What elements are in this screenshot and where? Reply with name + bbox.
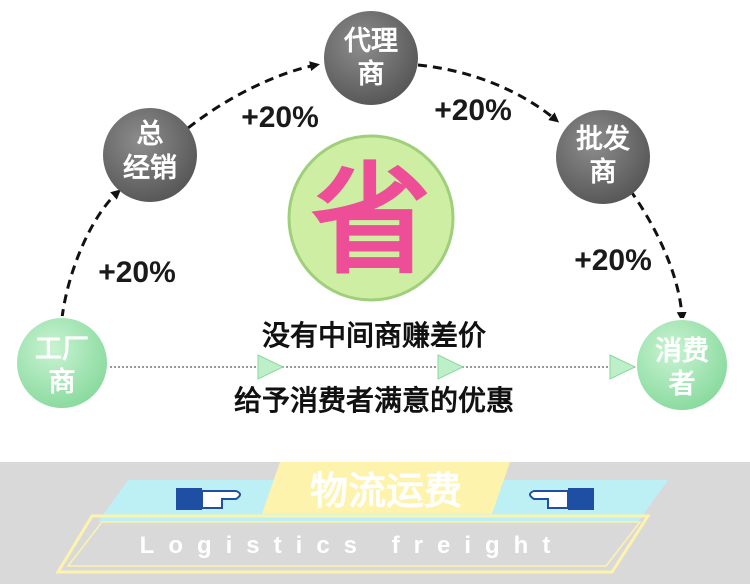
direct-arrow <box>257 354 285 380</box>
node-agent: 代理 商 <box>324 11 418 105</box>
node-general-distributor: 总 经销 <box>103 108 197 202</box>
banner-subtitle: Logistics freight <box>140 532 565 559</box>
banner-subtitle-frame <box>55 514 651 574</box>
svg-text:商: 商 <box>358 59 385 90</box>
svg-text:工厂: 工厂 <box>35 334 89 365</box>
node-factory: 工厂 商 <box>15 316 109 410</box>
arrow-factory-to-general <box>60 189 121 319</box>
center-char: 省 <box>311 150 431 291</box>
shipping-banner: 物流运费 Logistics freight <box>0 462 750 584</box>
svg-text:商: 商 <box>590 157 617 188</box>
arrow-general-to-agent <box>187 61 320 130</box>
svg-text:者: 者 <box>669 369 696 400</box>
direct-arrow <box>437 354 465 380</box>
banner-title: 物流运费 <box>310 469 462 513</box>
center-circle <box>287 134 455 302</box>
markup-label: +20% <box>241 101 319 134</box>
svg-text:消费: 消费 <box>655 336 709 367</box>
node-consumer: 消费 者 <box>635 318 729 412</box>
pointing-hand-right-icon <box>176 488 241 510</box>
svg-text:经销: 经销 <box>123 152 177 184</box>
markup-label: +20% <box>574 244 652 277</box>
node-wholesaler: 批发 商 <box>556 110 650 204</box>
markup-label: +20% <box>98 256 176 289</box>
banner-title-box <box>262 462 510 514</box>
svg-text:总: 总 <box>137 119 164 150</box>
svg-text:代理: 代理 <box>343 26 398 57</box>
svg-text:批发: 批发 <box>576 123 630 155</box>
svg-text:商: 商 <box>49 367 76 398</box>
arrow-agent-to-wholesale <box>417 63 560 123</box>
markup-label: +20% <box>434 94 512 127</box>
arrow-wholesale-to-consumer <box>628 189 687 322</box>
message-no-middleman: 没有中间商赚差价 <box>262 319 487 352</box>
banner-subtitle-frame-inner <box>66 521 642 567</box>
direct-arrow <box>609 354 637 380</box>
message-discount: 给予消费者满意的优惠 <box>234 384 514 417</box>
pointing-hand-left-icon <box>529 488 594 510</box>
